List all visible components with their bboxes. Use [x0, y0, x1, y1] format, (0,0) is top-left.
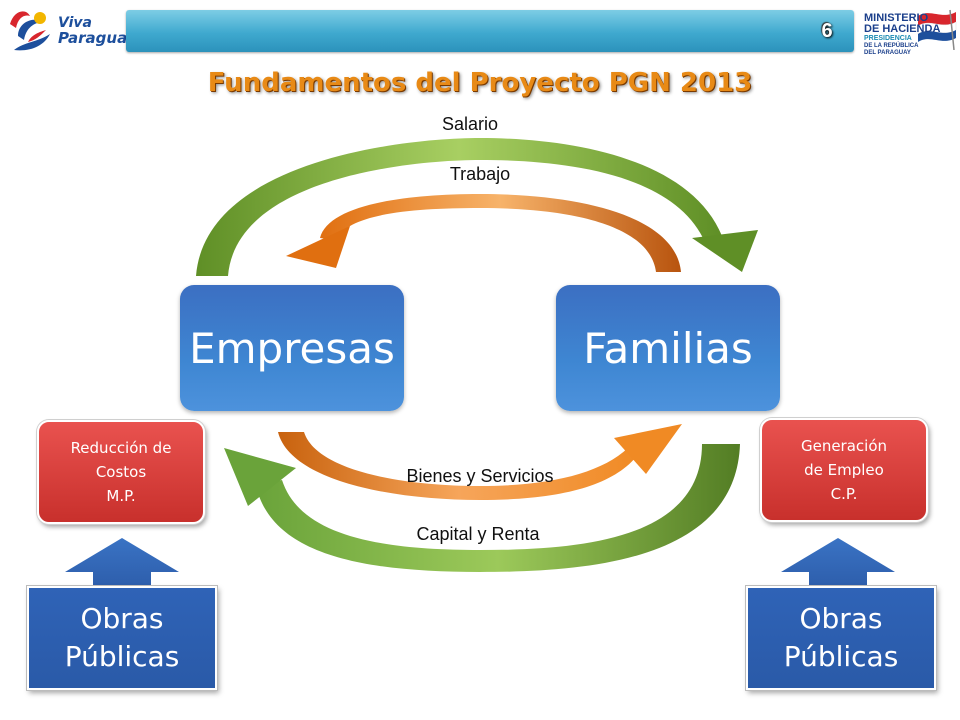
generacion-line1: Generación	[800, 437, 888, 455]
up-arrow-icon	[65, 538, 179, 596]
logo-right-line5: DEL PARAGUAY	[864, 50, 911, 56]
flow-label-trabajo: Trabajo	[449, 164, 511, 184]
viva-paraguay-logo: Viva Paraguay	[4, 6, 137, 58]
empresas-box: Empresas	[180, 285, 404, 411]
reduccion-line1: Reducción de	[70, 439, 172, 457]
familias-label: Familias	[583, 323, 753, 373]
familias-box: Familias	[556, 285, 780, 411]
logo-wordmark: Viva Paraguay	[58, 16, 137, 46]
logo-line2: Paraguay	[58, 29, 137, 47]
up-arrow-icon	[781, 538, 895, 596]
page-title: Fundamentos del Proyecto PGN 2013	[207, 68, 753, 98]
generacion-line3: C.P.	[830, 485, 858, 503]
empresas-label: Empresas	[189, 323, 395, 373]
reduccion-line2: Costos	[95, 463, 147, 481]
logo-right-line1: MINISTERIO	[864, 12, 929, 24]
salario-arrow	[196, 138, 758, 276]
generacion-empleo-box: Generación de Empleo C.P.	[760, 418, 928, 522]
capital-arrow	[224, 444, 740, 572]
logo-right-line4: DE LA REPÚBLICA	[864, 43, 919, 49]
header-bar: 6	[126, 10, 854, 52]
flag-icon	[917, 9, 957, 50]
flow-label-salario: Salario	[441, 114, 499, 134]
flow-label-bienes: Bienes y Servicios	[406, 466, 554, 486]
logo-line1: Viva	[58, 15, 92, 31]
viva-paraguay-logo-icon	[10, 11, 50, 51]
obras-publicas-left-box: Obras Públicas	[27, 586, 217, 690]
obras-right-line2: Públicas	[783, 640, 899, 673]
obras-publicas-right-box: Obras Públicas	[746, 586, 936, 690]
flow-label-capital: Capital y Renta	[416, 524, 540, 544]
reduccion-line3: M.P.	[106, 487, 136, 505]
generacion-line2: de Empleo	[804, 461, 884, 479]
slide-number: 6	[821, 20, 833, 42]
obras-left-line1: Obras	[80, 602, 164, 635]
ministerio-hacienda-logo: MINISTERIO DE HACIENDA PRESIDENCIA DE LA…	[858, 6, 958, 60]
obras-right-line1: Obras	[799, 602, 883, 635]
bienes-arrow	[278, 424, 682, 500]
logo-right-line2: DE HACIENDA	[864, 23, 941, 35]
trabajo-arrow	[286, 194, 681, 272]
obras-left-line2: Públicas	[64, 640, 180, 673]
reduccion-costos-box: Reducción de Costos M.P.	[37, 420, 205, 524]
logo-right-line3: PRESIDENCIA	[864, 35, 912, 42]
